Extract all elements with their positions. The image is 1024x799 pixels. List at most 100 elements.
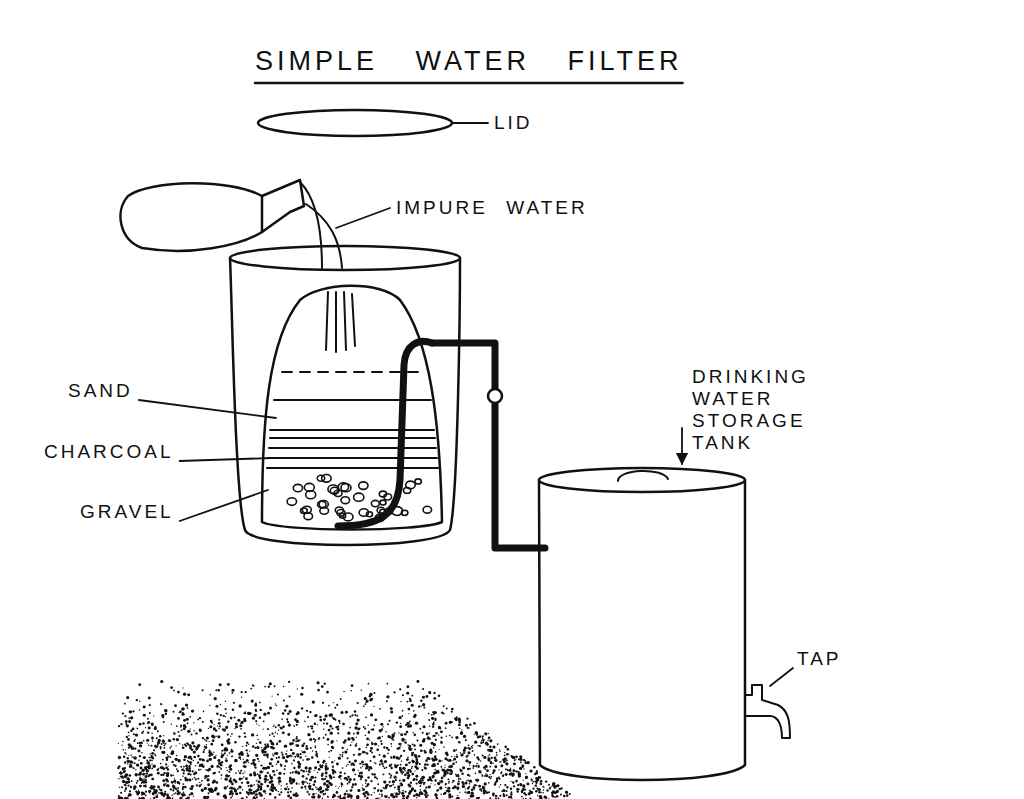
- speckle-noise: [143, 706, 146, 709]
- speckle-noise: [231, 689, 234, 692]
- speckle-noise: [215, 689, 217, 691]
- speckle-noise: [160, 703, 162, 705]
- speckle-noise: [470, 794, 473, 797]
- speckle-noise: [490, 762, 493, 765]
- speckle-noise: [449, 735, 451, 737]
- speckle-noise: [542, 786, 544, 788]
- speckle-noise: [355, 722, 358, 725]
- speckle-noise: [332, 772, 334, 774]
- speckle-noise: [377, 778, 378, 779]
- speckle-noise: [255, 702, 257, 704]
- speckle-noise: [330, 741, 333, 744]
- speckle-noise: [157, 731, 159, 733]
- speckle-noise: [182, 746, 185, 749]
- speckle-noise: [485, 742, 488, 745]
- speckle-noise: [251, 700, 254, 703]
- speckle-noise: [326, 780, 329, 783]
- speckle-noise: [199, 729, 202, 732]
- speckle-noise: [469, 724, 471, 726]
- speckle-noise: [337, 732, 339, 734]
- speckle-noise: [475, 765, 477, 767]
- speckle-noise: [408, 713, 409, 714]
- speckle-noise: [448, 765, 451, 768]
- speckle-noise: [219, 683, 222, 686]
- speckle-noise: [146, 760, 148, 762]
- speckle-noise: [459, 792, 460, 793]
- speckle-noise: [457, 774, 459, 776]
- speckle-noise: [503, 794, 506, 797]
- speckle-noise: [474, 784, 477, 787]
- speckle-noise: [341, 783, 343, 785]
- speckle-noise: [208, 785, 210, 787]
- speckle-noise: [167, 784, 170, 787]
- speckle-noise: [389, 781, 391, 783]
- speckle-noise: [173, 781, 175, 783]
- speckle-noise: [328, 751, 330, 753]
- speckle-noise: [444, 757, 447, 760]
- speckle-noise: [144, 778, 145, 779]
- speckle-noise: [181, 729, 183, 731]
- speckle-noise: [314, 739, 316, 741]
- speckle-noise: [361, 760, 364, 763]
- speckle-noise: [435, 732, 438, 735]
- speckle-noise: [367, 793, 370, 796]
- speckle-noise: [360, 767, 362, 769]
- speckle-noise: [338, 757, 341, 760]
- speckle-noise: [297, 755, 300, 758]
- speckle-noise: [280, 766, 281, 767]
- speckle-noise: [209, 725, 212, 728]
- speckle-noise: [414, 790, 417, 793]
- speckle-noise: [450, 773, 452, 775]
- speckle-noise: [455, 749, 457, 751]
- speckle-noise: [119, 772, 121, 774]
- speckle-noise: [187, 693, 190, 696]
- speckle-noise: [399, 688, 401, 690]
- speckle-noise: [283, 773, 285, 775]
- speckle-noise: [267, 712, 270, 715]
- speckle-noise: [337, 796, 339, 798]
- speckle-noise: [371, 751, 373, 753]
- speckle-noise: [284, 709, 287, 712]
- speckle-noise: [241, 721, 244, 724]
- speckle-noise: [218, 762, 221, 765]
- speckle-noise: [437, 782, 440, 785]
- speckle-noise: [282, 754, 284, 756]
- speckle-noise: [238, 787, 239, 788]
- speckle-noise: [480, 760, 481, 761]
- speckle-noise: [426, 763, 428, 765]
- speckle-noise: [433, 697, 436, 700]
- speckle-noise: [411, 695, 413, 697]
- speckle-noise: [339, 754, 341, 756]
- speckle-noise: [143, 785, 145, 787]
- speckle-noise: [374, 762, 375, 763]
- speckle-noise: [469, 780, 472, 783]
- speckle-noise: [221, 753, 222, 754]
- speckle-noise: [262, 750, 264, 752]
- speckle-noise: [208, 792, 210, 794]
- speckle-noise: [187, 797, 190, 799]
- speckle-noise: [178, 731, 180, 733]
- speckle-noise: [172, 789, 174, 791]
- speckle-noise: [179, 743, 180, 744]
- speckle-noise: [240, 759, 241, 760]
- speckle-noise: [139, 744, 142, 747]
- speckle-noise: [513, 763, 516, 766]
- speckle-noise: [256, 743, 257, 744]
- speckle-noise: [422, 703, 425, 706]
- speckle-noise: [171, 761, 173, 763]
- speckle-noise: [467, 788, 468, 789]
- speckle-noise: [297, 688, 298, 689]
- speckle-noise: [423, 707, 425, 709]
- speckle-noise: [462, 766, 465, 769]
- speckle-noise: [283, 686, 285, 688]
- speckle-noise: [214, 724, 215, 725]
- speckle-noise: [346, 765, 348, 767]
- speckle-noise: [158, 768, 160, 770]
- speckle-noise: [438, 694, 441, 697]
- speckle-noise: [431, 757, 434, 760]
- speckle-noise: [251, 763, 253, 765]
- speckle-noise: [370, 713, 373, 716]
- speckle-noise: [217, 735, 220, 738]
- speckle-noise: [474, 754, 476, 756]
- speckle-noise: [404, 741, 407, 744]
